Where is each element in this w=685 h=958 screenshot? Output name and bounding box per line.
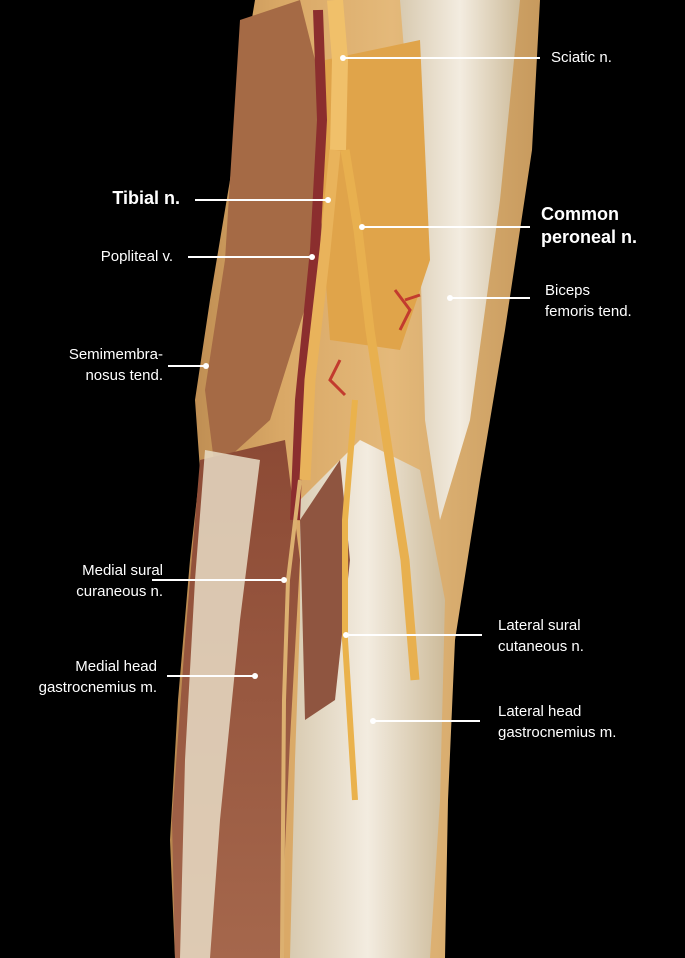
tibial-label: Tibial n. [112, 188, 180, 208]
biceps-label: Biceps femoris tend. [545, 282, 632, 320]
medial-sural-label: Medial sural curaneous n. [76, 562, 163, 600]
semimembranosus-leader [168, 365, 206, 367]
sciatic-nerve [327, 0, 349, 151]
popliteal-v-marker [309, 254, 315, 260]
medial-sural-leader [152, 579, 284, 581]
biceps-leader [450, 297, 530, 299]
tibial-marker [325, 197, 331, 203]
medial-head-leader [167, 675, 255, 677]
lateral-head-leader [373, 720, 480, 722]
lateral-head-label: Lateral head gastrocnemius m. [498, 703, 617, 741]
sciatic-leader [343, 57, 540, 59]
tibial-leader [195, 199, 328, 201]
artery-branch [393, 289, 421, 331]
medial-tendon-sheet [180, 450, 260, 958]
lateral-sural-nerve [342, 399, 358, 801]
medial-sural-nerve [280, 479, 302, 958]
biceps-femoris-tendon [400, 0, 520, 520]
common-peroneal-leader [362, 226, 530, 228]
lateral-sural-label: Lateral sural cutaneous n. [498, 617, 584, 655]
semimembranosus-label: Semimembra- nosus tend. [68, 346, 163, 384]
popliteal-v-label: Popliteal v. [100, 248, 173, 265]
popliteal-v-leader [188, 256, 312, 258]
mid-muscle [300, 460, 350, 720]
semimembranosus-muscle [205, 0, 330, 470]
semimembranosus-marker [203, 363, 209, 369]
medial-head-label: Medial head gastrocnemius m. [38, 658, 157, 696]
medial-sural-marker [281, 577, 287, 583]
common-peroneal-nerve [340, 149, 420, 681]
lateral-sural-leader [346, 634, 482, 636]
common-peroneal-label: Common peroneal n. [541, 204, 638, 247]
popliteal-vein [290, 9, 328, 521]
sciatic-label: Sciatic n. [551, 49, 612, 66]
medial-head-marker [252, 673, 258, 679]
artery-branch-2 [328, 359, 347, 397]
fat-pad [320, 40, 430, 350]
